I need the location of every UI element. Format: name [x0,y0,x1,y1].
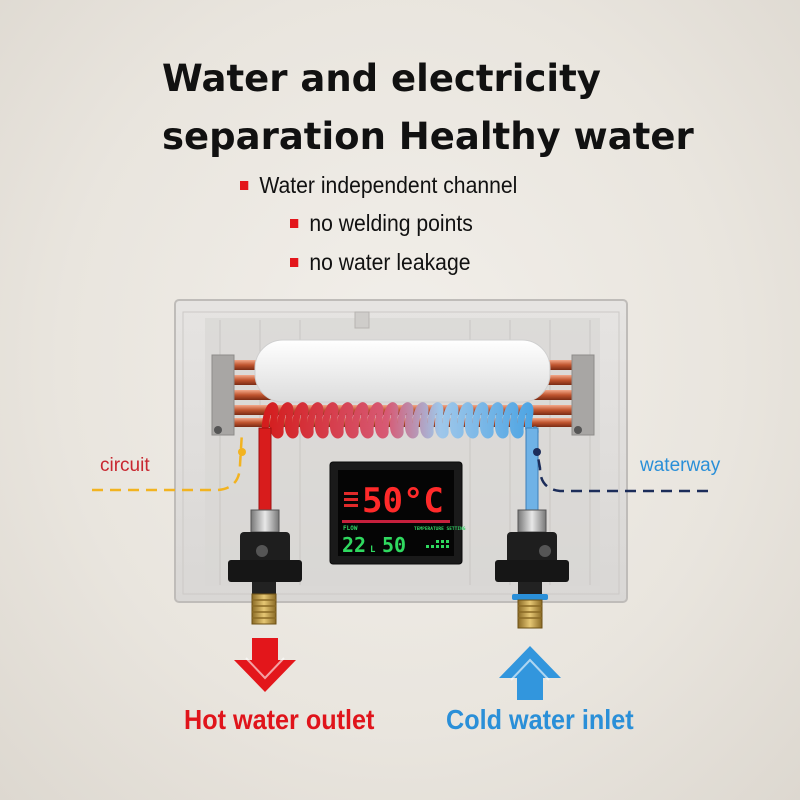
display-flow-unit: L [370,545,376,555]
circuit-callout-line [92,431,244,492]
headline-line-1: Water and electricity [162,57,601,100]
display-flow-label: FLOW [343,525,358,532]
headline: Water and electricity separation Healthy… [162,50,694,166]
circuit-label: circuit [100,455,150,476]
headline-line-2: separation Healthy water [162,115,694,158]
temperature-display [329,461,463,565]
hot-water-pipe [258,427,272,511]
waterway-callout-dot [533,448,541,456]
bullet-square-icon [240,181,249,190]
display-setting-value: 50 [382,533,406,557]
hot-outlet-arrow-icon [234,638,296,692]
cold-water-inlet-label: Cold water inlet [446,704,634,735]
feature-label: no welding points [309,210,473,236]
feature-label: no water leakage [309,249,471,275]
feature-item: Water independent channel [240,172,517,199]
cold-water-fitting [495,509,569,629]
cold-inlet-arrow-icon [499,646,561,700]
feature-item: no welding points [290,210,473,237]
bullet-square-icon [290,219,299,228]
feature-label: Water independent channel [259,172,518,198]
cold-water-pipe [525,427,539,511]
display-flow-value: 22 [342,533,366,557]
waterway-label: waterway [640,455,721,476]
feature-item: no water leakage [290,249,470,276]
hot-water-fitting [228,509,302,625]
circuit-callout-dot [238,448,246,456]
hot-water-outlet-label: Hot water outlet [184,704,375,735]
display-setting-label: TEMPERATURE SETTING [414,526,466,532]
bullet-square-icon [290,258,299,267]
display-level-dots [426,540,449,548]
display-temperature: 50°C [362,481,444,521]
water-coil [261,402,539,439]
waterway-callout-line [535,451,708,493]
